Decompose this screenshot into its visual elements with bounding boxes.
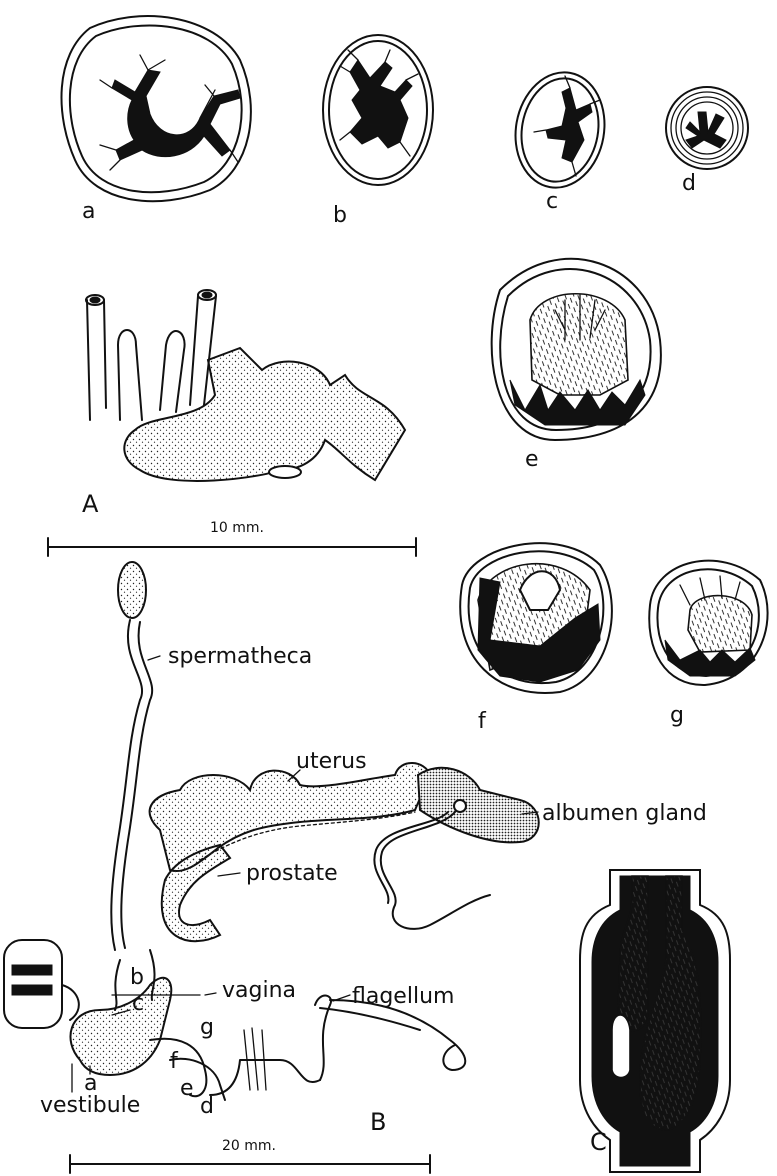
label-section-d: d	[682, 171, 696, 196]
label-section-c: c	[546, 189, 558, 214]
section-b: b	[323, 35, 433, 228]
scale-bar-20mm-label: 20 mm.	[222, 1138, 276, 1154]
pointer-a: a	[84, 1071, 97, 1096]
label-spermatheca: spermatheca	[168, 644, 312, 669]
pointer-f: f	[170, 1049, 179, 1074]
pointer-e: e	[180, 1076, 194, 1101]
label-section-g: g	[670, 703, 684, 728]
scale-bar-10mm: 10 mm.	[48, 520, 416, 556]
section-e: e	[492, 259, 661, 472]
section-f: f	[460, 543, 612, 734]
section-g: g	[649, 561, 767, 728]
label-section-f: f	[478, 709, 487, 734]
label-section-e: e	[525, 447, 539, 472]
pointer-d: d	[200, 1094, 214, 1119]
figure-A: A	[82, 290, 405, 518]
label-figure-B: B	[370, 1108, 386, 1136]
section-d: d	[666, 87, 748, 196]
pointer-b: b	[130, 965, 144, 990]
label-section-b: b	[333, 203, 347, 228]
section-a: a	[61, 16, 250, 224]
label-vestibule: vestibule	[40, 1093, 140, 1118]
pointer-g: g	[200, 1015, 214, 1040]
label-flagellum: flagellum	[352, 984, 454, 1009]
label-albumen-gland: albumen gland	[542, 801, 707, 826]
pointer-c: c	[132, 991, 144, 1016]
label-vagina: vagina	[222, 978, 296, 1003]
scale-bar-20mm: 20 mm.	[70, 1138, 430, 1173]
label-section-a: a	[82, 199, 95, 224]
label-figure-A: A	[82, 490, 99, 518]
scale-bar-10mm-label: 10 mm.	[210, 520, 264, 536]
label-uterus: uterus	[296, 749, 367, 774]
figure-C: C	[580, 870, 730, 1172]
section-c: c	[507, 65, 614, 214]
label-figure-C: C	[590, 1128, 607, 1156]
label-prostate: prostate	[246, 861, 338, 886]
